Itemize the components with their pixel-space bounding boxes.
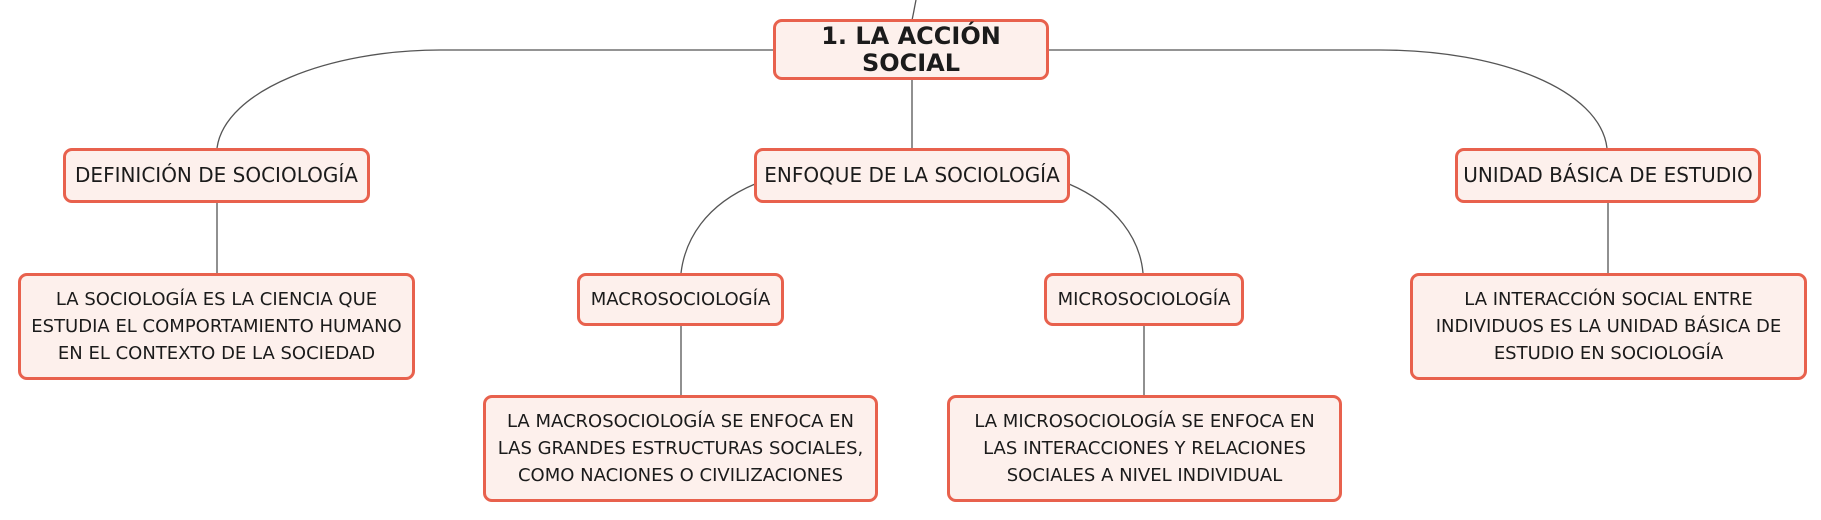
root-node[interactable]: 1. LA ACCIÓN SOCIAL [773,19,1049,80]
microsociologia-detail-node[interactable]: LA MICROSOCIOLOGÍA SE ENFOCA EN LAS INTE… [947,395,1342,502]
enfoque-node[interactable]: ENFOQUE DE LA SOCIOLOGÍA [754,148,1070,203]
macrosociologia-node[interactable]: MACROSOCIOLOGÍA [577,273,784,326]
definicion-detail-node[interactable]: LA SOCIOLOGÍA ES LA CIENCIA QUE ESTUDIA … [18,273,415,380]
connector-parent-to-root [911,0,917,21]
unidad-detail-node[interactable]: LA INTERACCIÓN SOCIAL ENTRE INDIVIDUOS E… [1410,273,1807,380]
connector-enfoque-to-micro [1068,183,1144,274]
connector-enfoque-to-macro [680,183,756,274]
definicion-node[interactable]: DEFINICIÓN DE SOCIOLOGÍA [63,148,370,203]
macrosociologia-detail-node[interactable]: LA MACROSOCIOLOGÍA SE ENFOCA EN LAS GRAN… [483,395,878,502]
microsociologia-node[interactable]: MICROSOCIOLOGÍA [1044,273,1244,326]
connector-root-to-definicion [216,49,773,149]
connector-root-to-unidad [1049,49,1608,149]
unidad-node[interactable]: UNIDAD BÁSICA DE ESTUDIO [1455,148,1761,203]
